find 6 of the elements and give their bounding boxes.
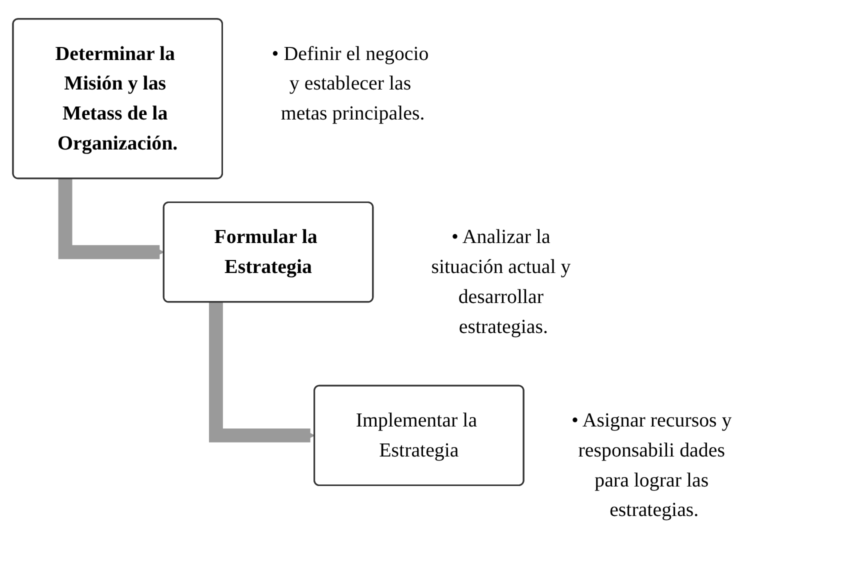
node-label: • Analizar la situación actual y desarrollar estrategias. bbox=[431, 226, 571, 338]
node-label: • Asignar recursos y responsabili dades para lograr las estrategias. bbox=[571, 410, 732, 522]
node-label: • Definir el negocio y establecer las metas principales. bbox=[272, 42, 429, 125]
arrow bbox=[58, 178, 164, 260]
arrow bbox=[208, 302, 315, 442]
flowchart: Determinar la Misión y las Metass de la Organización. • Definir el negocio y establecer las metas principales. Formular la Estrategia • Analizar la situación actual y desarrollar estrategias. Implementar la Estrategia • Asignar recursos y responsabili dades para lograr las estrategias. bbox=[5, 5, 856, 559]
